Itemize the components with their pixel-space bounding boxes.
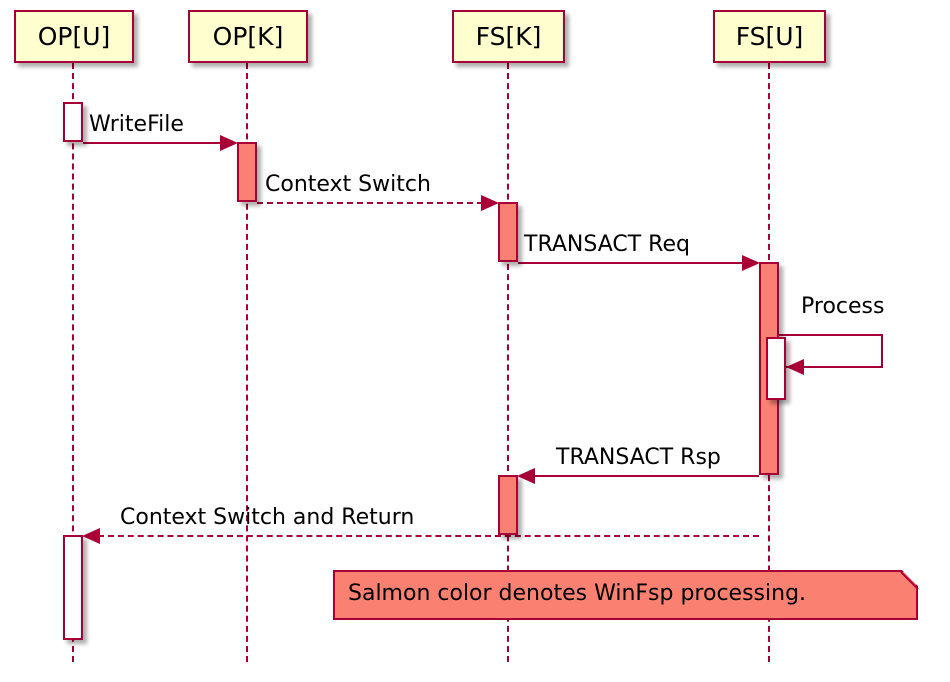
activation-op-u-2 — [63, 535, 83, 640]
note-fold-corner-icon — [902, 570, 918, 586]
participant-fs-k[interactable]: FS[K] — [452, 10, 565, 63]
message-line-writefile — [83, 142, 222, 144]
message-line-context-switch — [257, 202, 483, 204]
activation-fs-k-2 — [498, 475, 518, 535]
participant-label: OP[K] — [212, 22, 284, 51]
arrow-head-transact-rsp — [517, 468, 535, 484]
note-text: Salmon color denotes WinFsp processing. — [348, 581, 807, 606]
lifeline-op-k — [246, 63, 248, 662]
message-line-transact-rsp — [533, 475, 759, 477]
participant-label: FS[U] — [735, 22, 804, 51]
arrow-head-process — [786, 359, 804, 375]
message-label-writefile: WriteFile — [89, 112, 184, 137]
activation-fs-u-nested — [766, 337, 786, 400]
activation-op-k-1 — [237, 142, 257, 202]
activation-op-u-1 — [63, 102, 83, 142]
message-label-context-switch-return: Context Switch and Return — [120, 505, 415, 530]
lifeline-op-u — [72, 63, 74, 662]
message-label-transact-rsp: TRANSACT Rsp — [556, 445, 721, 470]
message-line-context-switch-return — [98, 535, 759, 537]
activation-fs-k-1 — [498, 202, 518, 262]
participant-op-u[interactable]: OP[U] — [14, 10, 134, 63]
note-salmon-legend — [333, 570, 918, 620]
lifeline-fs-k — [507, 63, 509, 662]
arrow-head-transact-req — [742, 255, 760, 271]
arrow-head-context-switch — [481, 195, 499, 211]
message-label-transact-req: TRANSACT Req — [524, 232, 690, 257]
participant-label: OP[U] — [37, 22, 111, 51]
message-label-process: Process — [801, 294, 885, 319]
arrow-head-writefile — [220, 135, 238, 151]
participant-label: FS[K] — [475, 22, 542, 51]
message-label-context-switch: Context Switch — [265, 172, 431, 197]
message-self-process — [779, 334, 883, 368]
participant-fs-u[interactable]: FS[U] — [713, 10, 826, 63]
participant-op-k[interactable]: OP[K] — [188, 10, 308, 63]
arrow-head-context-switch-return — [82, 528, 100, 544]
message-line-transact-req — [518, 262, 744, 264]
